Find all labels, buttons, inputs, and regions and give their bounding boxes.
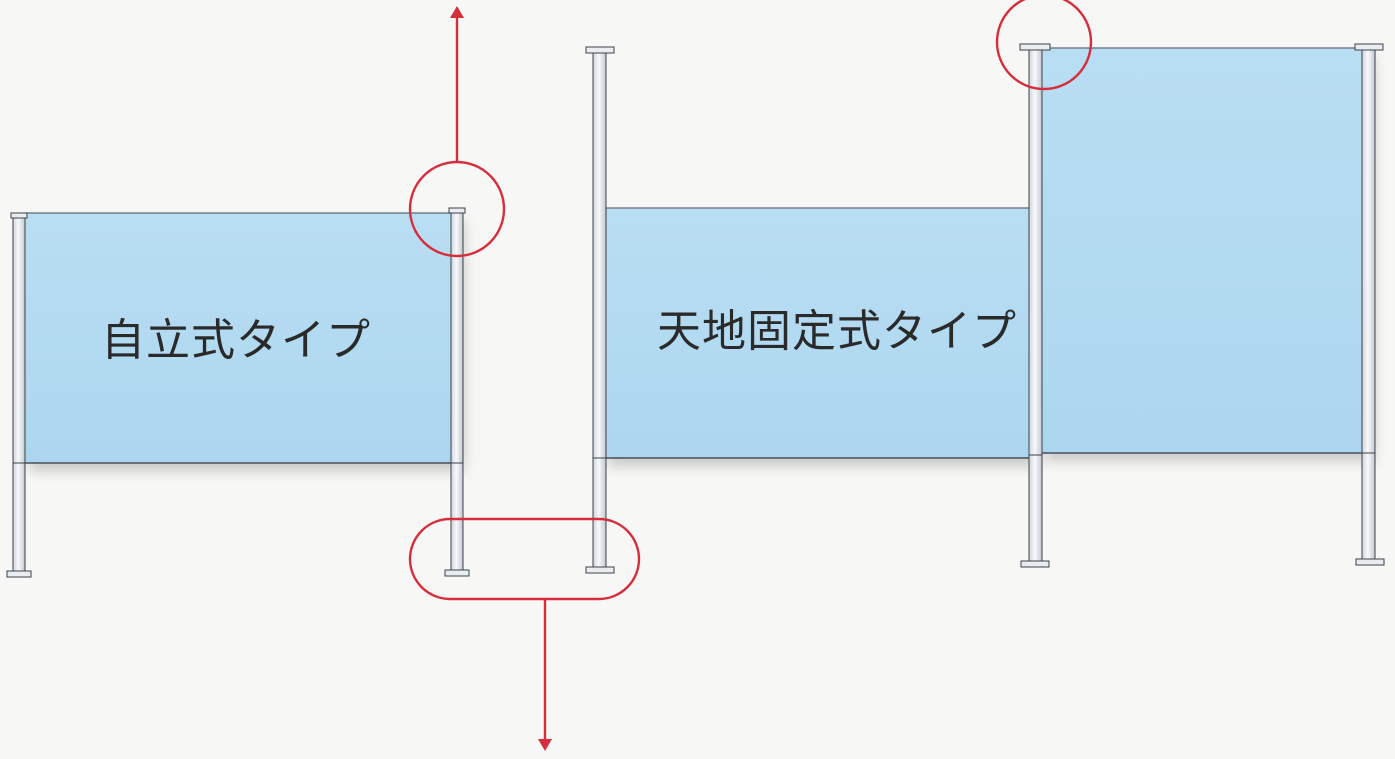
top-joint-callout-right <box>995 0 1093 91</box>
floor-ceiling-pole-2 <box>1019 43 1051 568</box>
self-standing-unit <box>6 207 470 578</box>
floor-ceiling-panel-left <box>601 207 1033 459</box>
floor-ceiling-pole-1 <box>585 46 615 574</box>
self-standing-left-pole <box>6 212 32 578</box>
floor-ceiling-pole-3 <box>1354 43 1385 566</box>
self-standing-label: 自立式タイプ <box>101 315 371 366</box>
self-standing-right-pole <box>444 207 470 577</box>
self-standing-panel <box>23 212 459 464</box>
floor-ceiling-panel-right <box>1039 47 1369 454</box>
floor-ceiling-unit <box>585 43 1385 574</box>
base-callout <box>408 517 641 601</box>
floor-ceiling-label: 天地固定式タイプ <box>657 306 1017 357</box>
callouts <box>408 0 1093 751</box>
